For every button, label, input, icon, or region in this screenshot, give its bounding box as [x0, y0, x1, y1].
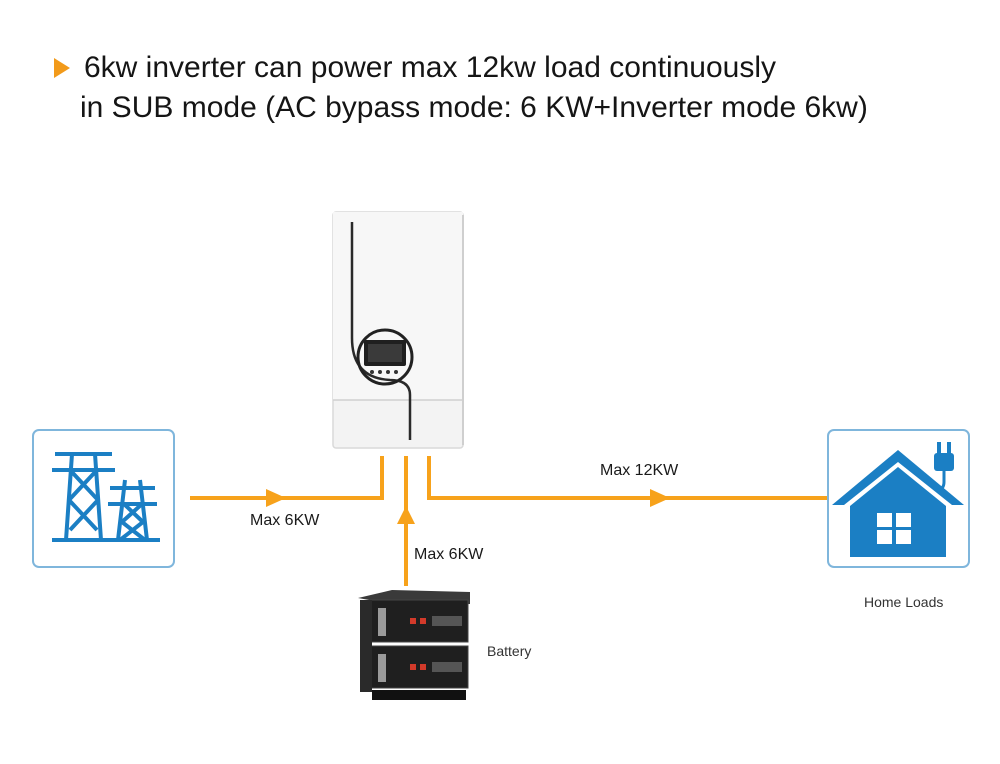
load-flow-line — [427, 456, 828, 500]
battery-flow-arrow-icon — [397, 506, 415, 524]
title-line-2: in SUB mode (AC bypass mode: 6 KW+Invert… — [80, 91, 868, 124]
power-tower-icon — [52, 452, 160, 542]
grid-flow-line — [190, 456, 384, 500]
home-loads-label: Home Loads — [864, 594, 944, 610]
title-line-1: 6kw inverter can power max 12kw load con… — [84, 51, 777, 84]
grid-icon-box — [32, 429, 175, 568]
title-bullet-icon — [54, 58, 70, 78]
battery-label: Battery — [487, 643, 532, 659]
load-flow-arrow-icon — [650, 489, 670, 507]
grid-power-label: Max 6KW — [250, 512, 320, 529]
battery-rack — [358, 590, 470, 700]
home-icon-box — [827, 429, 970, 568]
battery-power-label: Max 6KW — [414, 546, 484, 563]
house-plug-icon — [832, 442, 964, 557]
grid-flow-arrow-icon — [266, 489, 286, 507]
inverter-device — [332, 211, 464, 449]
load-power-label: Max 12KW — [600, 462, 679, 479]
